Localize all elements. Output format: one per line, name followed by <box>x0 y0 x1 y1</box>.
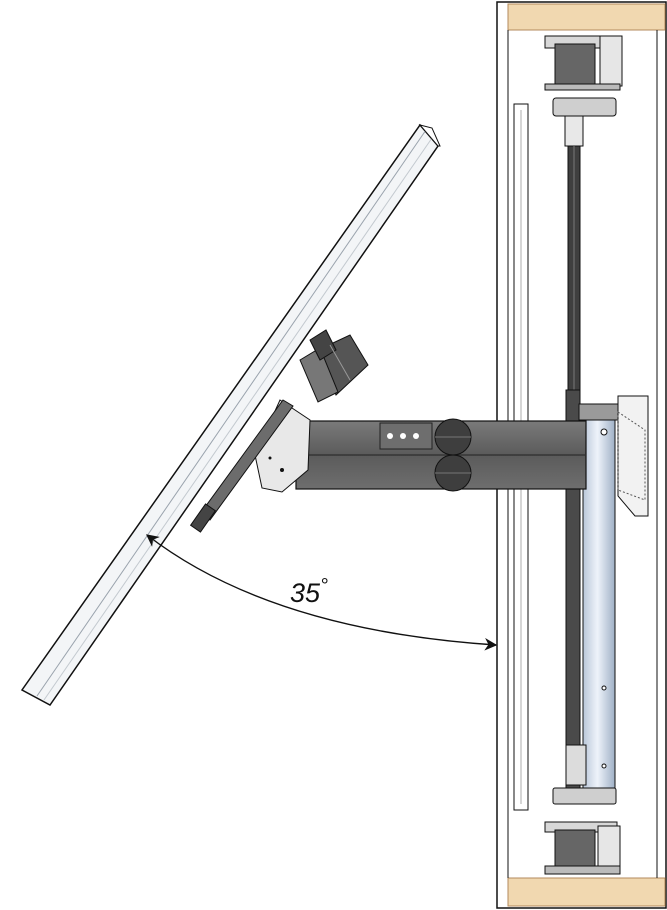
top-motor-block <box>554 43 596 85</box>
angle-value: 35 <box>290 578 321 608</box>
cabinet-bottom-wood <box>507 877 666 907</box>
tilt-head <box>189 329 369 533</box>
actuator-tube <box>582 417 616 789</box>
svg-text:35°: 35° <box>290 575 328 608</box>
vertical-lift-assembly <box>544 35 649 875</box>
tilt-motor-icon <box>299 329 369 403</box>
extension-arm <box>295 418 587 492</box>
bearing-roller-icon <box>434 418 472 492</box>
tilted-screen-panel <box>20 123 441 706</box>
angle-arrow-icon <box>146 534 498 651</box>
tilt-angle-annotation: 35° <box>146 534 498 651</box>
angle-unit: ° <box>320 575 328 597</box>
bottom-motor-block <box>554 829 596 869</box>
cabinet-top-wood <box>507 3 666 31</box>
